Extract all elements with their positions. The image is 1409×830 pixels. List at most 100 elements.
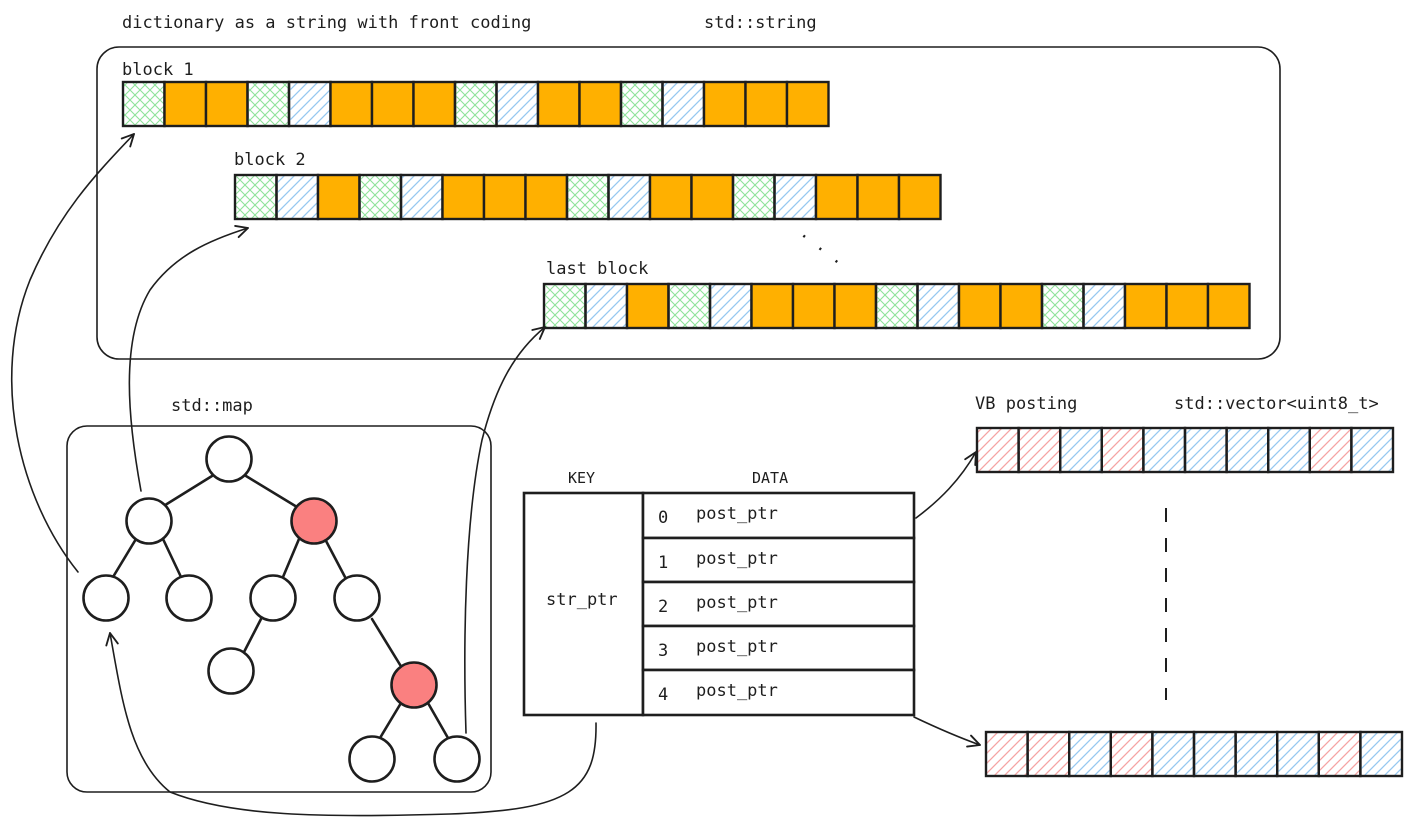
tree-node-rr bbox=[333, 574, 381, 622]
posting-vector-top-cell bbox=[1350, 426, 1395, 474]
tree-node-r bbox=[290, 497, 338, 545]
std-map-label: std::map bbox=[171, 396, 253, 416]
data-row-value: post_ptr bbox=[696, 593, 778, 613]
block-1-cell bbox=[121, 80, 166, 128]
posting-vector-top-cell bbox=[1017, 426, 1062, 474]
last-block-cell bbox=[1165, 282, 1210, 330]
last-block-label: last block bbox=[546, 259, 648, 279]
block-2-cell bbox=[773, 173, 818, 221]
block-2-cell bbox=[358, 173, 403, 221]
std-string-label: std::string bbox=[704, 13, 817, 33]
data-row-cell bbox=[641, 536, 916, 584]
tree-nodes bbox=[82, 435, 481, 783]
block-1-cells bbox=[121, 80, 830, 128]
last-block-cell bbox=[667, 282, 712, 330]
block-1-cell bbox=[744, 80, 789, 128]
block-2-cells bbox=[233, 173, 942, 221]
data-row: 2 post_ptr bbox=[641, 580, 916, 628]
arrow-leaf-to-last-block bbox=[464, 326, 546, 734]
last-block-cell bbox=[999, 282, 1044, 330]
last-block-cell bbox=[1206, 282, 1251, 330]
block-1-cell bbox=[246, 80, 291, 128]
key-header: KEY bbox=[568, 469, 595, 487]
block-1-cell bbox=[661, 80, 706, 128]
tree-node-rrr bbox=[390, 661, 438, 709]
block-1-cell bbox=[619, 80, 664, 128]
block-2-cell bbox=[814, 173, 859, 221]
posting-vector-top-cell bbox=[1100, 426, 1145, 474]
posting-vector-bottom-cell bbox=[1026, 730, 1071, 778]
last-block-cells bbox=[542, 282, 1251, 330]
block-1-cell bbox=[412, 80, 457, 128]
posting-vector-bottom-cell bbox=[1275, 730, 1320, 778]
posting-vector-bottom bbox=[984, 730, 1404, 778]
last-block-cell bbox=[708, 282, 753, 330]
last-block-cell bbox=[750, 282, 795, 330]
block-1-cell bbox=[453, 80, 498, 128]
block-2-cell bbox=[897, 173, 942, 221]
data-row-index: 1 bbox=[658, 553, 668, 573]
block-1-cell bbox=[578, 80, 623, 128]
key-value: str_ptr bbox=[546, 590, 618, 610]
tree-node-ll bbox=[82, 574, 130, 622]
posting-vector-top-cell bbox=[1142, 426, 1187, 474]
tree-node-root bbox=[205, 435, 253, 483]
data-row-value: post_ptr bbox=[696, 637, 778, 657]
block-1-label: block 1 bbox=[122, 60, 194, 80]
data-row-cell bbox=[641, 668, 916, 717]
last-block-cell bbox=[1040, 282, 1085, 330]
block-2-cell bbox=[856, 173, 901, 221]
last-block-cell bbox=[874, 282, 919, 330]
posting-vector-bottom-cell bbox=[1317, 730, 1362, 778]
data-row: 1 post_ptr bbox=[641, 536, 916, 584]
tree-node-rrrr bbox=[433, 735, 481, 783]
data-row-index: 4 bbox=[658, 685, 668, 705]
posting-vector-bottom-cell bbox=[1359, 730, 1404, 778]
data-row-value: post_ptr bbox=[696, 504, 778, 524]
block-1-cell bbox=[287, 80, 332, 128]
posting-vector-bottom-cell bbox=[1192, 730, 1237, 778]
block-2-cell bbox=[441, 173, 486, 221]
block-1-cell bbox=[785, 80, 830, 128]
tree-edges bbox=[111, 474, 450, 740]
data-row-value: post_ptr bbox=[696, 549, 778, 569]
data-row-cell bbox=[641, 624, 916, 672]
posting-vector-top bbox=[975, 426, 1395, 474]
tree-node-l bbox=[125, 497, 173, 545]
block-1-cell bbox=[329, 80, 374, 128]
posting-vector-bottom-cell bbox=[1234, 730, 1279, 778]
tree-node-rll bbox=[207, 647, 255, 695]
posting-vector-bottom-cell bbox=[1151, 730, 1196, 778]
block-2-cell bbox=[399, 173, 444, 221]
arrow-data-to-posting-bottom bbox=[913, 716, 981, 748]
last-block-cell bbox=[542, 282, 587, 330]
block-1-cell bbox=[495, 80, 540, 128]
arrow-node-to-block-2 bbox=[128, 225, 249, 492]
tree-node-lr bbox=[165, 574, 213, 622]
posting-vector-bottom-cell bbox=[984, 730, 1029, 778]
block-1-cell bbox=[163, 80, 208, 128]
data-row-cell bbox=[641, 491, 916, 540]
string-container bbox=[96, 46, 1281, 360]
block-2-cell bbox=[275, 173, 320, 221]
block-1-cell bbox=[536, 80, 581, 128]
posting-vector-top-cell bbox=[1225, 426, 1270, 474]
posting-vector-top-cell bbox=[1058, 426, 1103, 474]
last-block-cell bbox=[1123, 282, 1168, 330]
block-2-cell bbox=[482, 173, 527, 221]
data-row: 4 post_ptr bbox=[641, 668, 916, 717]
last-block-cell bbox=[916, 282, 961, 330]
posting-vector-top-cell bbox=[1308, 426, 1353, 474]
last-block-cell bbox=[625, 282, 670, 330]
tree-node-rl bbox=[249, 574, 297, 622]
data-header: DATA bbox=[752, 469, 788, 487]
data-row-index: 2 bbox=[658, 597, 668, 617]
tree-node-rrrl bbox=[348, 735, 396, 783]
block-2-cell bbox=[316, 173, 361, 221]
block-1-cell bbox=[370, 80, 415, 128]
ellipsis-dots: . . . bbox=[796, 222, 849, 269]
data-row-value: post_ptr bbox=[696, 681, 778, 701]
